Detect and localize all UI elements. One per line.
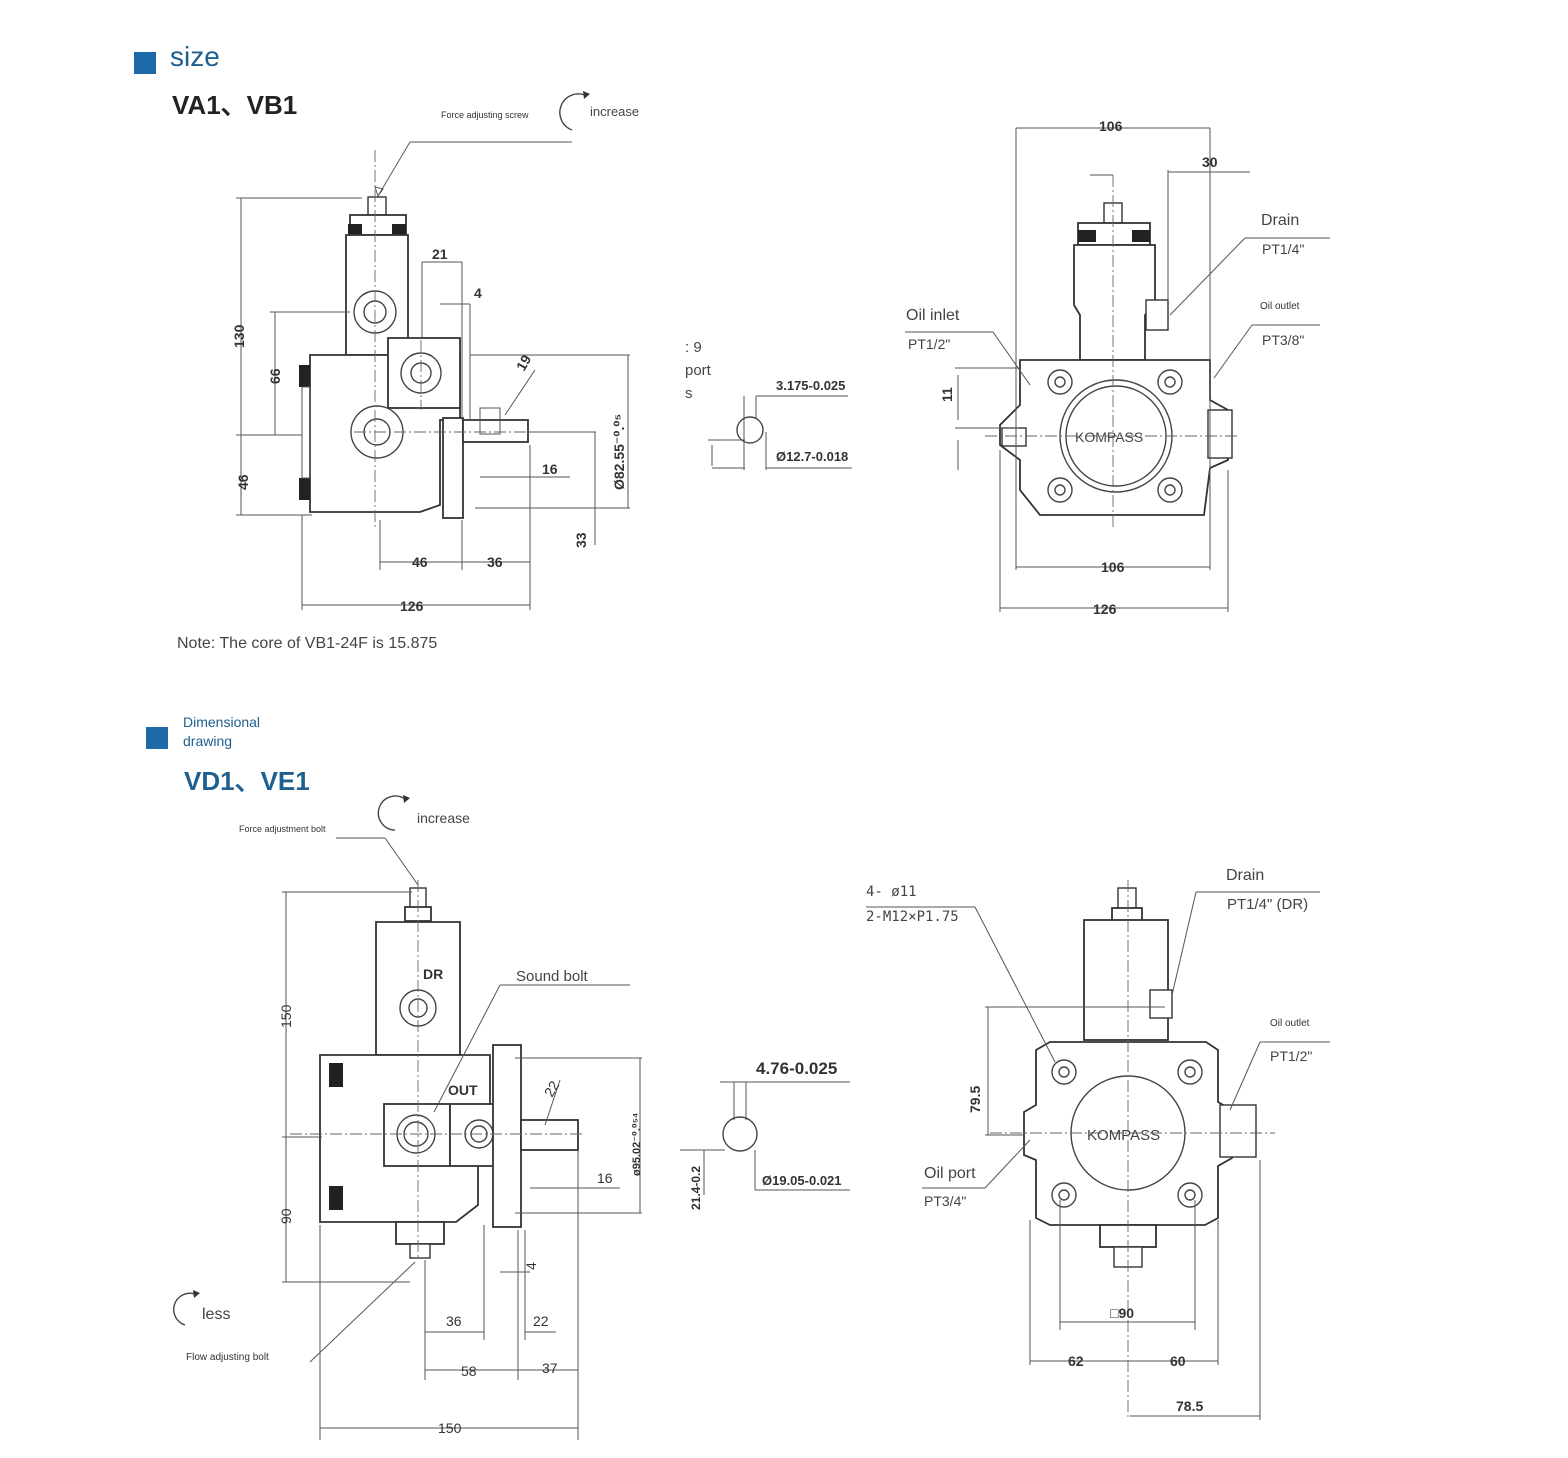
dim-sq90: □90 [1110, 1305, 1134, 1321]
va1-side-view [236, 91, 630, 610]
drain-label-2: Drain [1226, 867, 1264, 884]
dim-shaft-diameter-2: ø95.02⁻⁰.⁰⁵⁴ [631, 1113, 643, 1176]
dim-11: 11 [939, 387, 955, 402]
dim-58: 58 [461, 1363, 477, 1379]
oil-port-label: Oil port [924, 1165, 976, 1182]
oil-inlet-label: Oil inlet [906, 307, 960, 324]
section2-model-title: VD1、VE1 [184, 766, 310, 796]
section1-model-title: VA1、VB1 [172, 90, 297, 120]
key-width-dim: 3.175-0.025 [776, 378, 845, 393]
brand-label-2: KOMPASS [1087, 1127, 1160, 1144]
va1-front-view [905, 127, 1330, 612]
oil-outlet-label: Oil outlet [1260, 301, 1300, 312]
less-label: less [202, 1306, 230, 1323]
dim-30: 30 [1202, 154, 1218, 170]
dim-90: 90 [278, 1208, 294, 1224]
holes-label: 4- ø11 [866, 884, 917, 900]
dim-16-b: 16 [597, 1170, 613, 1186]
vd1-side-view [173, 795, 642, 1440]
dim-46-horizontal: 46 [412, 554, 428, 570]
drain-size-2: PT1/4" (DR) [1227, 896, 1308, 913]
dim-150-vertical: 150 [278, 1004, 294, 1028]
section2-marker [146, 727, 168, 749]
dim-126: 126 [400, 598, 424, 614]
dim-19: 19 [513, 352, 535, 374]
section2-heading-line1: Dimensional [183, 714, 260, 730]
dim-33: 33 [573, 532, 589, 548]
dim-60: 60 [1170, 1353, 1186, 1369]
section2-heading-line2: drawing [183, 733, 232, 749]
shaft-diameter-dim: Ø12.7-0.018 [776, 449, 848, 464]
increase-label-1: increase [590, 104, 639, 119]
dim-106-top: 106 [1099, 118, 1123, 134]
section1-note: Note: The core of VB1-24F is 15.875 [177, 635, 437, 652]
oil-outlet-size-2: PT1/2" [1270, 1048, 1312, 1064]
increase-label-2: increase [417, 810, 470, 826]
dim-21: 21 [432, 246, 448, 262]
dr-label: DR [423, 966, 443, 982]
vd1-shaft-detail [680, 1081, 850, 1195]
flow-bolt-label: Flow adjusting bolt [186, 1352, 269, 1363]
port-label-line3: s [685, 385, 693, 402]
dim-78-5: 78.5 [1176, 1398, 1203, 1414]
oil-outlet-label-2: Oil outlet [1270, 1018, 1310, 1029]
drain-label: Drain [1261, 212, 1299, 229]
dim-22-b: 22 [533, 1313, 549, 1329]
force-bolt-label: Force adjustment bolt [239, 824, 326, 834]
dim-37: 37 [542, 1360, 558, 1376]
dim-shaft-diameter: Ø82.55⁻⁰.⁰⁵ [611, 414, 627, 490]
oil-outlet-size: PT3/8" [1262, 332, 1304, 348]
dim-66: 66 [267, 368, 283, 384]
vd1-front-view [866, 880, 1330, 1420]
dim-16: 16 [542, 461, 558, 477]
dim-126-right: 126 [1093, 601, 1117, 617]
section1-marker [134, 52, 156, 74]
key-height-dim: 21.4-0.2 [689, 1166, 703, 1210]
oil-port-size: PT3/4" [924, 1193, 966, 1209]
dim-36: 36 [487, 554, 503, 570]
dim-46-vertical: 46 [235, 474, 251, 490]
dim-130: 130 [231, 324, 247, 348]
dim-79-5: 79.5 [967, 1086, 983, 1113]
va1-shaft-detail [708, 395, 852, 470]
key-width-dim-2: 4.76-0.025 [756, 1059, 837, 1078]
shaft-diameter-dim-2: Ø19.05-0.021 [762, 1173, 842, 1188]
dim-150-horizontal: 150 [438, 1420, 462, 1436]
brand-label-1: KOMPASS [1075, 429, 1143, 445]
section1-heading: size [170, 41, 220, 72]
dim-62: 62 [1068, 1353, 1084, 1369]
out-label: OUT [448, 1082, 478, 1098]
dim-22-angled: 22 [541, 1078, 563, 1100]
port-label-line2: port [685, 362, 712, 379]
drain-size: PT1/4" [1262, 241, 1304, 257]
dim-4-b: 4 [523, 1262, 539, 1270]
thread-label: 2-M12×P1.75 [866, 909, 959, 925]
sound-bolt-label: Sound bolt [516, 968, 589, 985]
force-screw-label: Force adjusting screw [441, 110, 529, 120]
dim-4: 4 [474, 285, 482, 301]
dim-36-b: 36 [446, 1313, 462, 1329]
oil-inlet-size: PT1/2" [908, 336, 950, 352]
port-label-line1: : 9 [685, 339, 702, 356]
dim-106-bottom: 106 [1101, 559, 1125, 575]
